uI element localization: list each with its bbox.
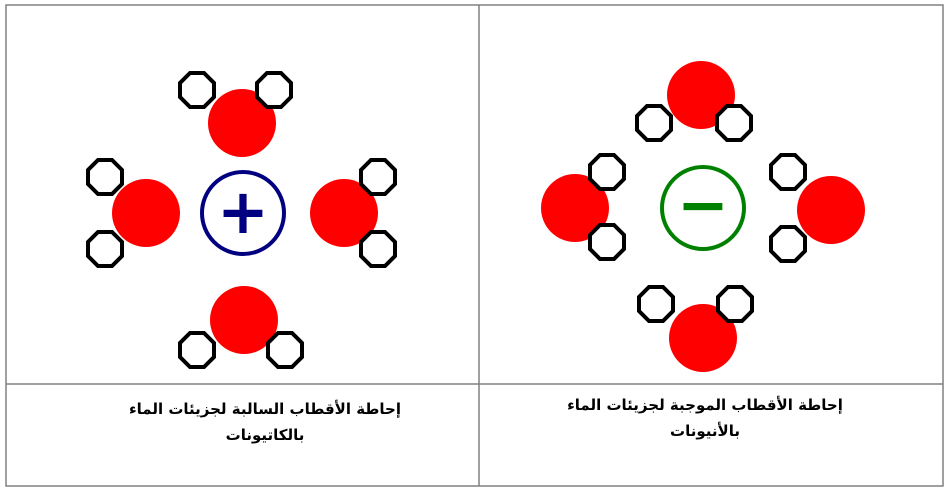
table-outer-border	[5, 4, 944, 487]
hydrogen-atom	[178, 331, 216, 369]
oxygen-atom	[667, 61, 735, 129]
hydrogen-atom	[588, 153, 626, 191]
oxygen-atom	[208, 89, 276, 157]
anion-ring	[660, 165, 746, 251]
oxygen-atom	[541, 174, 609, 242]
cation-caption-line1: إحاطة الأقطاب السالبة لجزيئات الماء	[128, 400, 402, 418]
hydrogen-atom	[266, 331, 304, 369]
hydrogen-atom	[715, 104, 753, 142]
oxygen-atom	[210, 286, 278, 354]
oxygen-atom	[310, 179, 378, 247]
anion-minus-sign: −	[677, 168, 729, 241]
hydrogen-atom	[86, 158, 124, 196]
anion-caption-line1: إحاطة الأقطاب الموجبة لجزيئات الماء	[567, 396, 843, 414]
water-molecule-bottom	[178, 286, 304, 369]
oxygen-atom	[797, 176, 865, 244]
hydrogen-atom	[86, 230, 124, 268]
cation-caption: إحاطة الأقطاب السالبة لجزيئات الماء بالك…	[90, 396, 440, 448]
cation-ion: +	[200, 170, 286, 256]
table-grid	[5, 4, 944, 487]
hydrogen-atom	[769, 153, 807, 191]
water-molecule-top	[635, 61, 753, 142]
hydrogen-atom	[716, 285, 754, 323]
water-molecule-left	[86, 158, 180, 268]
water-molecule-right	[310, 158, 397, 268]
water-molecule-left	[541, 153, 626, 261]
hydrogen-atom	[178, 71, 216, 109]
oxygen-atom	[112, 179, 180, 247]
oxygen-atom	[669, 304, 737, 372]
hydrogen-atom	[637, 285, 675, 323]
hydrogen-atom	[359, 230, 397, 268]
cation-caption-line2: بالكاتيونات	[225, 426, 305, 444]
cation-hydration-panel: +	[86, 71, 397, 369]
hydrogen-atom	[635, 104, 673, 142]
anion-caption-line2: بالأنيونات	[670, 422, 740, 440]
water-molecule-bottom	[637, 285, 754, 372]
cation-ring	[200, 170, 286, 256]
anion-ion: −	[660, 165, 746, 251]
water-molecule-right	[769, 153, 865, 263]
water-molecule-top	[178, 71, 293, 157]
anion-hydration-panel: −	[541, 61, 865, 372]
hydrogen-atom	[588, 223, 626, 261]
cation-plus-sign: +	[217, 175, 269, 248]
hydrogen-atom	[359, 158, 397, 196]
hydrogen-atom	[255, 71, 293, 109]
anion-caption: إحاطة الأقطاب الموجبة لجزيئات الماء بالأ…	[520, 392, 890, 444]
hydrogen-atom	[769, 225, 807, 263]
